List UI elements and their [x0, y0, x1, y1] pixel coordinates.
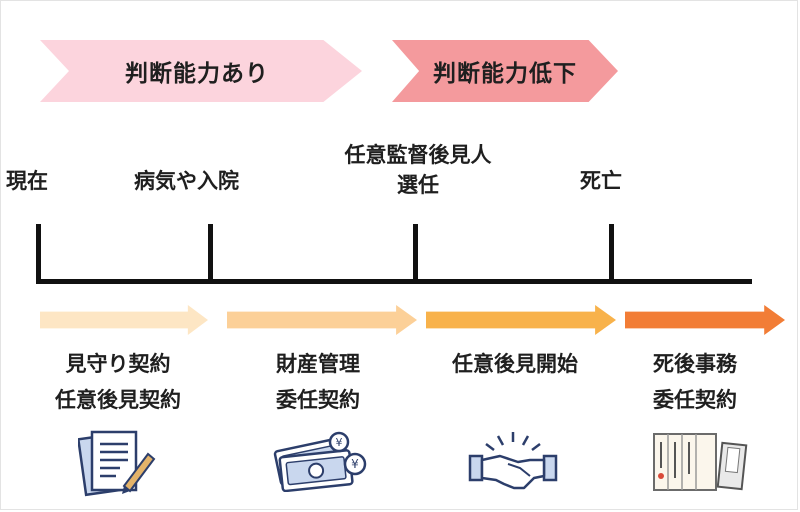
contract-1-line2: 任意後見契約: [55, 388, 181, 412]
contract-posthumous-affairs: 死後事務 委任契約: [600, 346, 790, 418]
will-document-icon: [653, 433, 748, 491]
svg-text:¥: ¥: [336, 436, 343, 449]
phase-declined-label: 判断能力低下: [433, 61, 577, 87]
contract-1-line1: 見守り契約: [65, 352, 171, 376]
contract-2-line1: 財産管理: [276, 352, 360, 376]
document-pen-icon: [78, 430, 156, 497]
contract-guardianship-start: 任意後見開始: [415, 346, 615, 382]
timeline-tick-selection: [413, 224, 418, 284]
timeline-tick-death: [609, 224, 614, 284]
event-illness: 病気や入院: [134, 169, 239, 193]
contract-4-line1: 死後事務: [653, 352, 737, 376]
money-icon: ¥ ¥: [273, 431, 367, 492]
event-guardian-selection-line1: 任意監督後見人: [344, 143, 492, 167]
timeline-baseline: [36, 279, 752, 284]
phase-capable: 判断能力あり: [40, 40, 362, 102]
contract-4-line2: 委任契約: [653, 388, 737, 412]
event-now: 現在: [6, 169, 48, 193]
handshake-icon: [468, 432, 558, 490]
contract-2-line2: 委任契約: [276, 388, 360, 412]
event-death: 死亡: [580, 169, 622, 193]
phase-capable-label: 判断能力あり: [125, 61, 269, 87]
contract-3-line1: 任意後見開始: [452, 352, 578, 376]
contract-property-management: 財産管理 委任契約: [218, 346, 418, 418]
contract-watch-and-guardianship: 見守り契約 任意後見契約: [18, 346, 218, 418]
event-guardian-selection: 任意監督後見人 選任: [305, 140, 531, 200]
timeline-tick-illness: [208, 224, 213, 284]
phase-declined: 判断能力低下: [392, 40, 618, 102]
svg-text:¥: ¥: [351, 457, 359, 471]
timeline-tick-now: [36, 224, 41, 284]
event-guardian-selection-line2: 選任: [397, 173, 439, 197]
